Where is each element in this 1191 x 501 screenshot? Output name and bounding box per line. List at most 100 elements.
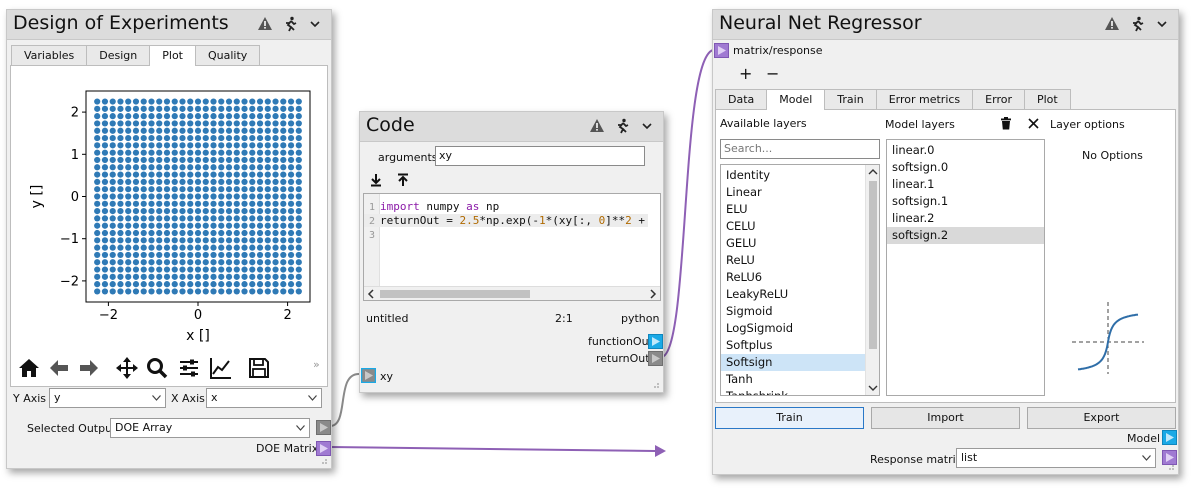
scatter-point: [110, 128, 116, 134]
tab-plot[interactable]: Plot: [149, 45, 196, 66]
matrix-response-input-port[interactable]: [714, 43, 729, 58]
doe-node[interactable]: Design of Experiments Variables Design P…: [6, 9, 332, 469]
layer-search-input[interactable]: Search...: [720, 139, 880, 159]
selected-output-select[interactable]: DOE Array: [110, 418, 310, 438]
edit-axis-icon[interactable]: [209, 356, 233, 380]
tab-error[interactable]: Error: [972, 89, 1025, 110]
back-arrow-icon[interactable]: [47, 356, 71, 380]
model-layer-item[interactable]: linear.2: [887, 210, 1044, 227]
scatter-point: [102, 215, 108, 221]
remove-input-button[interactable]: −: [766, 64, 779, 83]
scroll-left-icon[interactable]: [366, 289, 376, 299]
scatter-point: [226, 245, 232, 251]
model-layer-item[interactable]: linear.0: [887, 142, 1044, 159]
warning-icon[interactable]: [257, 16, 273, 32]
function-out-port[interactable]: [648, 334, 663, 349]
available-layer-item[interactable]: GELU: [721, 235, 865, 252]
available-layer-item[interactable]: CELU: [721, 218, 865, 235]
resize-grip-icon[interactable]: [652, 381, 660, 389]
nn-title-bar[interactable]: Neural Net Regressor: [713, 10, 1178, 40]
code-node[interactable]: Code arguments xy 1import numpy as np 2r…: [359, 111, 664, 393]
tab-plot[interactable]: Plot: [1024, 89, 1071, 110]
available-layer-item[interactable]: Linear: [721, 184, 865, 201]
scrollbar-thumb[interactable]: [380, 290, 530, 298]
warning-icon[interactable]: [589, 118, 605, 134]
scrollbar-thumb[interactable]: [869, 181, 877, 349]
close-icon[interactable]: [1028, 118, 1039, 129]
arguments-input[interactable]: xy: [435, 146, 645, 166]
available-layer-item[interactable]: Sigmoid: [721, 303, 865, 320]
pan-icon[interactable]: [115, 356, 139, 380]
y-axis-select[interactable]: y: [49, 388, 166, 408]
tab-quality[interactable]: Quality: [195, 45, 260, 66]
horizontal-scrollbar[interactable]: [364, 286, 660, 300]
chevron-down-icon[interactable]: [1154, 16, 1170, 32]
scroll-right-icon[interactable]: [648, 289, 658, 299]
code-title-bar[interactable]: Code: [360, 112, 663, 142]
available-layer-item[interactable]: Tanh: [721, 371, 865, 388]
scatter-point: [257, 106, 263, 112]
train-button[interactable]: Train: [715, 407, 864, 429]
model-layers-list[interactable]: linear.0softsign.0linear.1softsign.1line…: [886, 139, 1045, 396]
run-icon[interactable]: [282, 16, 298, 32]
vertical-scrollbar[interactable]: [865, 165, 879, 395]
available-layer-item[interactable]: Softsign: [721, 354, 865, 371]
available-layer-item[interactable]: ReLU6: [721, 269, 865, 286]
zoom-icon[interactable]: [145, 356, 169, 380]
model-layer-item[interactable]: softsign.1: [887, 193, 1044, 210]
run-icon[interactable]: [614, 118, 630, 134]
import-button[interactable]: Import: [871, 407, 1020, 429]
available-layer-item[interactable]: LeakyReLU: [721, 286, 865, 303]
model-layer-item[interactable]: softsign.0: [887, 159, 1044, 176]
available-layer-item[interactable]: ELU: [721, 201, 865, 218]
scroll-up-icon[interactable]: [868, 167, 878, 177]
save-icon[interactable]: [247, 356, 271, 380]
export-button[interactable]: Export: [1027, 407, 1176, 429]
upload-icon[interactable]: [396, 173, 410, 187]
toolbar-overflow[interactable]: »: [313, 358, 320, 371]
response-matrix-select[interactable]: list: [956, 448, 1156, 468]
doe-matrix-output-port[interactable]: [316, 441, 331, 456]
run-icon[interactable]: [1129, 16, 1145, 32]
nn-node[interactable]: Neural Net Regressor matrix/response + −…: [712, 9, 1179, 475]
code-editor[interactable]: 1import numpy as np 2returnOut = 2.5*np.…: [363, 193, 661, 301]
download-icon[interactable]: [369, 173, 383, 187]
available-layer-item[interactable]: Softplus: [721, 337, 865, 354]
tab-error-metrics[interactable]: Error metrics: [876, 89, 973, 110]
model-output-port[interactable]: [1162, 430, 1177, 445]
available-layer-item[interactable]: ReLU: [721, 252, 865, 269]
configure-subplots-icon[interactable]: [177, 356, 201, 380]
available-layers-list[interactable]: IdentityLinearELUCELUGELUReLUReLU6LeakyR…: [720, 164, 880, 396]
tab-model[interactable]: Model: [766, 89, 825, 110]
resize-grip-icon[interactable]: [1167, 463, 1175, 471]
scatter-point: [272, 150, 278, 156]
home-icon[interactable]: [17, 356, 41, 380]
tab-data[interactable]: Data: [715, 89, 767, 110]
doe-array-output-port[interactable]: [316, 420, 331, 435]
doe-title-bar[interactable]: Design of Experiments: [7, 10, 331, 40]
forward-arrow-icon[interactable]: [77, 356, 101, 380]
model-layer-item[interactable]: linear.1: [887, 176, 1044, 193]
available-layer-item[interactable]: LogSigmoid: [721, 320, 865, 337]
x-axis-select[interactable]: x: [206, 388, 322, 408]
resize-grip-icon[interactable]: [320, 457, 328, 465]
warning-icon[interactable]: [1104, 16, 1120, 32]
scroll-down-icon[interactable]: [868, 383, 878, 393]
return-out-port[interactable]: [648, 351, 663, 366]
xy-input-port[interactable]: [361, 368, 376, 383]
tab-train[interactable]: Train: [824, 89, 876, 110]
trash-icon[interactable]: [1000, 117, 1012, 130]
available-layer-item[interactable]: Tanhshrink: [721, 388, 865, 396]
scatter-point: [210, 201, 216, 207]
scatter-point: [210, 179, 216, 185]
available-layer-item[interactable]: Identity: [721, 167, 865, 184]
tab-variables[interactable]: Variables: [11, 45, 87, 66]
model-layer-item[interactable]: softsign.2: [887, 227, 1044, 244]
doe-scatter-plot[interactable]: −202−2−1012x []y []: [11, 74, 327, 344]
chevron-down-icon[interactable]: [307, 16, 323, 32]
scatter-point: [249, 186, 255, 192]
scatter-point: [203, 245, 209, 251]
add-input-button[interactable]: +: [739, 64, 752, 83]
chevron-down-icon[interactable]: [639, 118, 655, 134]
tab-design[interactable]: Design: [86, 45, 150, 66]
